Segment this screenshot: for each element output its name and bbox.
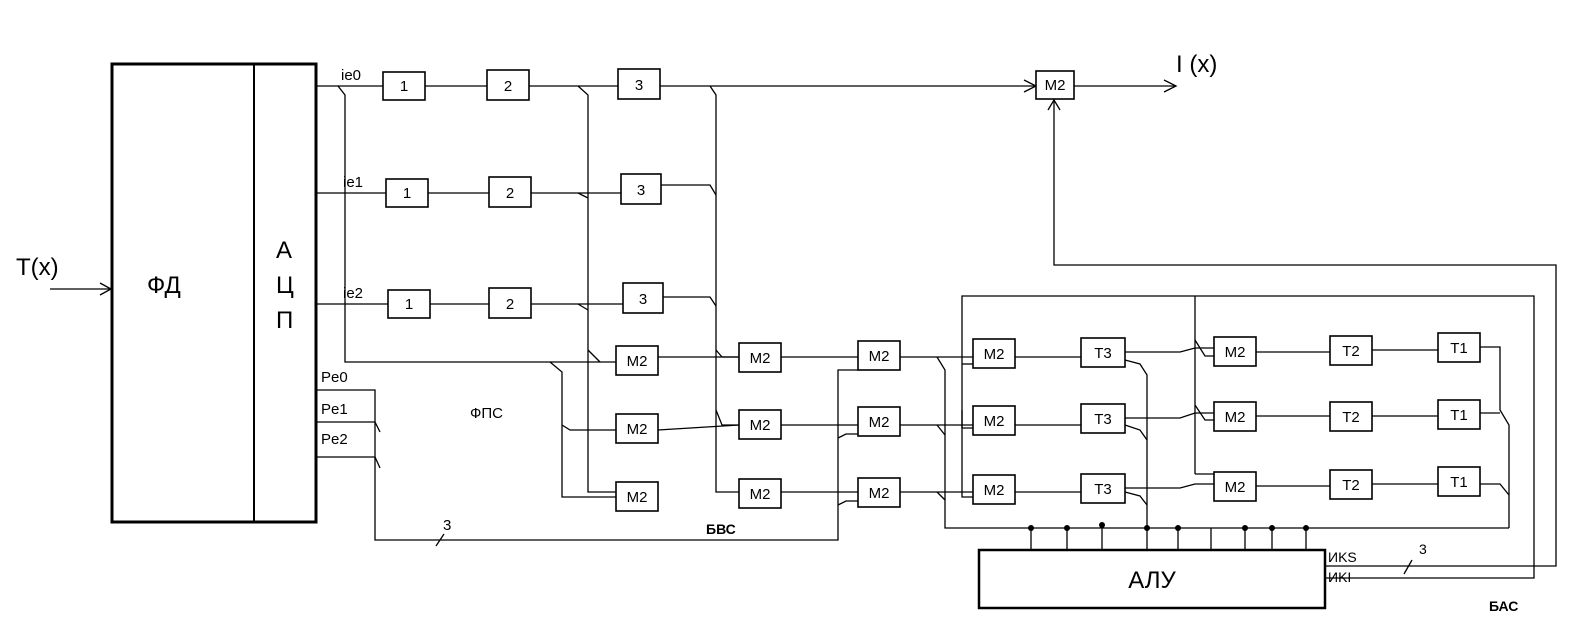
block-3-row2: 3 bbox=[622, 282, 664, 314]
junction-dots bbox=[1028, 522, 1309, 531]
m2-col3-row0: M2 bbox=[857, 340, 901, 371]
svg-text:T1: T1 bbox=[1450, 474, 1468, 491]
svg-text:T1: T1 bbox=[1450, 340, 1468, 357]
t3-row1: T3 bbox=[1080, 403, 1126, 434]
m2-col3-row2: M2 bbox=[857, 477, 901, 508]
svg-text:M2: M2 bbox=[627, 421, 648, 438]
block-3-row1: 3 bbox=[620, 173, 662, 205]
signal-pe0: Pe0 bbox=[321, 369, 348, 386]
block-1-row0: 1 bbox=[382, 71, 426, 101]
m2-col2-row2: M2 bbox=[738, 478, 782, 509]
t2-row0: T2 bbox=[1329, 335, 1373, 366]
alu-label: АЛУ bbox=[1128, 567, 1176, 594]
m2-col4-row0: M2 bbox=[972, 338, 1016, 369]
svg-text:T2: T2 bbox=[1342, 477, 1360, 494]
fd-block bbox=[110, 62, 318, 524]
block-2-row2: 2 bbox=[488, 287, 532, 319]
svg-text:3: 3 bbox=[635, 77, 643, 94]
svg-text:M2: M2 bbox=[869, 414, 890, 431]
svg-text:M2: M2 bbox=[1225, 344, 1246, 361]
wires bbox=[50, 79, 1557, 579]
m2-col1-row2: M2 bbox=[615, 481, 659, 512]
block-1-row2: 1 bbox=[387, 289, 431, 319]
m2-col5-row0: M2 bbox=[1213, 336, 1257, 367]
svg-text:1: 1 bbox=[400, 78, 408, 95]
t3-row2: T3 bbox=[1080, 473, 1126, 504]
m2-col3-row1: M2 bbox=[857, 406, 901, 437]
svg-text:M2: M2 bbox=[869, 485, 890, 502]
svg-text:M2: M2 bbox=[984, 482, 1005, 499]
t1-row0: T1 bbox=[1437, 332, 1481, 363]
fd-label: ФД bbox=[147, 272, 181, 299]
m2-output: M2 bbox=[1035, 70, 1075, 100]
bus-width-label: 3 bbox=[443, 517, 451, 534]
adc-label-1: А bbox=[276, 237, 292, 264]
output-label: I (x) bbox=[1176, 51, 1217, 78]
svg-text:T3: T3 bbox=[1094, 411, 1112, 428]
svg-text:M2: M2 bbox=[869, 348, 890, 365]
t3-row0: T3 bbox=[1080, 337, 1126, 368]
svg-text:1: 1 bbox=[405, 296, 413, 313]
m2-col4-row2: M2 bbox=[972, 474, 1016, 505]
t2-row2: T2 bbox=[1329, 469, 1373, 500]
svg-text:T3: T3 bbox=[1094, 481, 1112, 498]
t1-row1: T1 bbox=[1437, 399, 1481, 430]
group-label-bas: БАС bbox=[1489, 598, 1518, 614]
m2-col2-row1: M2 bbox=[738, 409, 782, 440]
svg-text:T2: T2 bbox=[1342, 343, 1360, 360]
block-2-row1: 2 bbox=[488, 176, 532, 208]
signal-iks: ИKS bbox=[1328, 549, 1357, 565]
svg-text:M2: M2 bbox=[750, 350, 771, 367]
group-label-fps: ФПС bbox=[470, 405, 503, 422]
adc-label-3: П bbox=[276, 307, 293, 334]
svg-text:T2: T2 bbox=[1342, 409, 1360, 426]
svg-text:3: 3 bbox=[639, 291, 647, 308]
signal-ie1: ie1 bbox=[343, 174, 363, 191]
signal-pe2: Pe2 bbox=[321, 431, 348, 448]
m2-col4-row1: M2 bbox=[972, 405, 1016, 436]
svg-text:M2: M2 bbox=[627, 353, 648, 370]
bus-width-label-alu: 3 bbox=[1419, 541, 1427, 557]
m2-col1-row0: M2 bbox=[615, 345, 659, 376]
svg-text:M2: M2 bbox=[1225, 479, 1246, 496]
block-3-row0: 3 bbox=[617, 68, 661, 100]
svg-text:T3: T3 bbox=[1094, 345, 1112, 362]
input-label: T(x) bbox=[16, 254, 59, 281]
svg-text:T1: T1 bbox=[1450, 407, 1468, 424]
m2-col5-row1: M2 bbox=[1213, 401, 1257, 432]
svg-text:M2: M2 bbox=[750, 486, 771, 503]
svg-text:M2: M2 bbox=[984, 346, 1005, 363]
svg-text:2: 2 bbox=[504, 78, 512, 95]
svg-text:3: 3 bbox=[637, 182, 645, 199]
svg-text:2: 2 bbox=[506, 296, 514, 313]
svg-text:2: 2 bbox=[506, 185, 514, 202]
svg-text:M2: M2 bbox=[627, 489, 648, 506]
m2-col5-row2: M2 bbox=[1213, 471, 1257, 502]
svg-text:M2: M2 bbox=[1045, 77, 1066, 94]
svg-text:1: 1 bbox=[403, 185, 411, 202]
signal-ie0: ie0 bbox=[341, 67, 361, 84]
adc-label-2: Ц bbox=[276, 272, 294, 299]
svg-text:M2: M2 bbox=[750, 417, 771, 434]
m2-col2-row0: M2 bbox=[738, 342, 782, 373]
block-2-row0: 2 bbox=[486, 69, 530, 101]
t2-row1: T2 bbox=[1329, 401, 1373, 432]
svg-text:M2: M2 bbox=[984, 413, 1005, 430]
block-1-row1: 1 bbox=[385, 178, 429, 208]
svg-text:M2: M2 bbox=[1225, 409, 1246, 426]
signal-ie2: ie2 bbox=[343, 285, 363, 302]
t1-row2: T1 bbox=[1437, 466, 1481, 497]
signal-pe1: Pe1 bbox=[321, 401, 348, 418]
alu-block: АЛУ bbox=[977, 548, 1327, 610]
signal-iki: ИKI bbox=[1328, 569, 1351, 585]
group-label-bvs: БВС bbox=[706, 521, 736, 537]
m2-col1-row1: M2 bbox=[615, 413, 659, 444]
